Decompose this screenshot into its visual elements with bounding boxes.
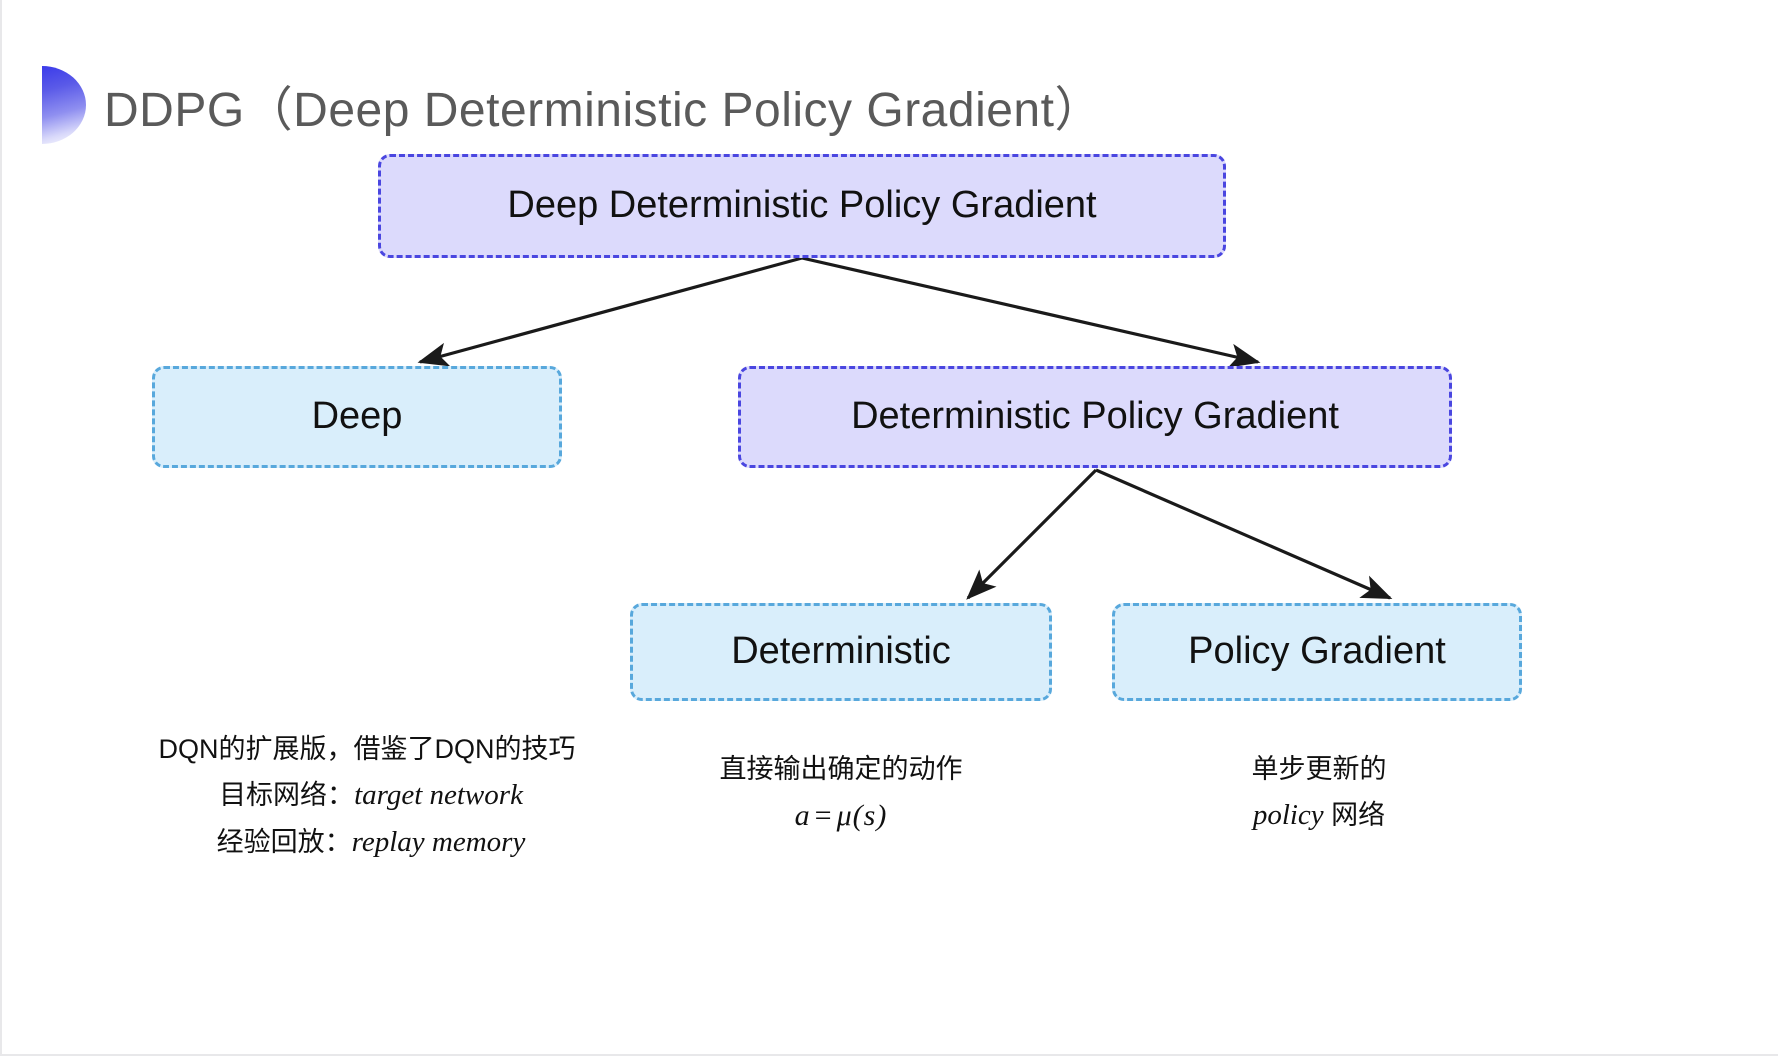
gradient-half-circle-icon	[42, 66, 86, 144]
annotation-deep-line-2-term: target network	[354, 778, 523, 811]
node-deterministic[interactable]: Deterministic	[630, 603, 1052, 701]
node-root-label: Deep Deterministic Policy Gradient	[507, 184, 1097, 227]
page-title-text: DDPG（Deep Deterministic Policy Gradient）	[104, 84, 1103, 137]
edge-root-to-deep	[417, 256, 803, 367]
annotation-policy-gradient-line-2: policy 网络	[1196, 792, 1442, 839]
page-title: DDPG（Deep Deterministic Policy Gradient）	[42, 62, 1103, 148]
formula-lhs: a	[794, 798, 811, 832]
edge-dpg-to-policy-gradient	[1095, 468, 1393, 600]
annotation-deep-line-2-label: 目标网络：	[219, 779, 355, 810]
node-deep-label: Deep	[311, 395, 403, 438]
annotation-policy-gradient: 单步更新的 policy 网络	[1196, 748, 1442, 839]
node-deterministic-policy-gradient[interactable]: Deterministic Policy Gradient	[738, 366, 1452, 468]
edge-root-to-dpg	[801, 256, 1261, 368]
node-deep[interactable]: Deep	[152, 366, 562, 468]
annotation-deterministic-line-1: 直接输出确定的动作	[719, 754, 963, 784]
node-root[interactable]: Deep Deterministic Policy Gradient	[378, 154, 1226, 258]
node-policy-gradient[interactable]: Policy Gradient	[1112, 603, 1522, 701]
node-deterministic-label: Deterministic	[731, 630, 951, 673]
edge-dpg-to-deterministic	[966, 468, 1098, 600]
annotation-deep: DQN的扩展版，借鉴了DQN的技巧 目标网络：target network 经验…	[132, 728, 602, 866]
annotation-deep-line-1: DQN的扩展版，借鉴了DQN的技巧	[158, 734, 576, 764]
annotation-policy-gradient-suffix: 网络	[1323, 799, 1386, 830]
annotation-deep-line-3: 经验回放：replay memory	[132, 819, 602, 866]
annotation-policy-gradient-line-1: 单步更新的	[1251, 754, 1387, 784]
annotation-deep-line-3-label: 经验回放：	[216, 826, 352, 857]
annotation-deterministic: 直接输出确定的动作 a=μ(s)	[702, 748, 980, 840]
formula-rhs: μ(s)	[836, 798, 888, 832]
node-policy-gradient-label: Policy Gradient	[1188, 630, 1446, 673]
node-dpg-label: Deterministic Policy Gradient	[851, 395, 1339, 438]
annotation-policy-gradient-term: policy	[1252, 798, 1324, 831]
annotation-deep-line-2: 目标网络：target network	[132, 772, 602, 819]
formula-operator: =	[814, 798, 833, 832]
annotation-deterministic-formula: a=μ(s)	[702, 792, 980, 841]
annotation-deep-line-3-term: replay memory	[351, 825, 526, 858]
